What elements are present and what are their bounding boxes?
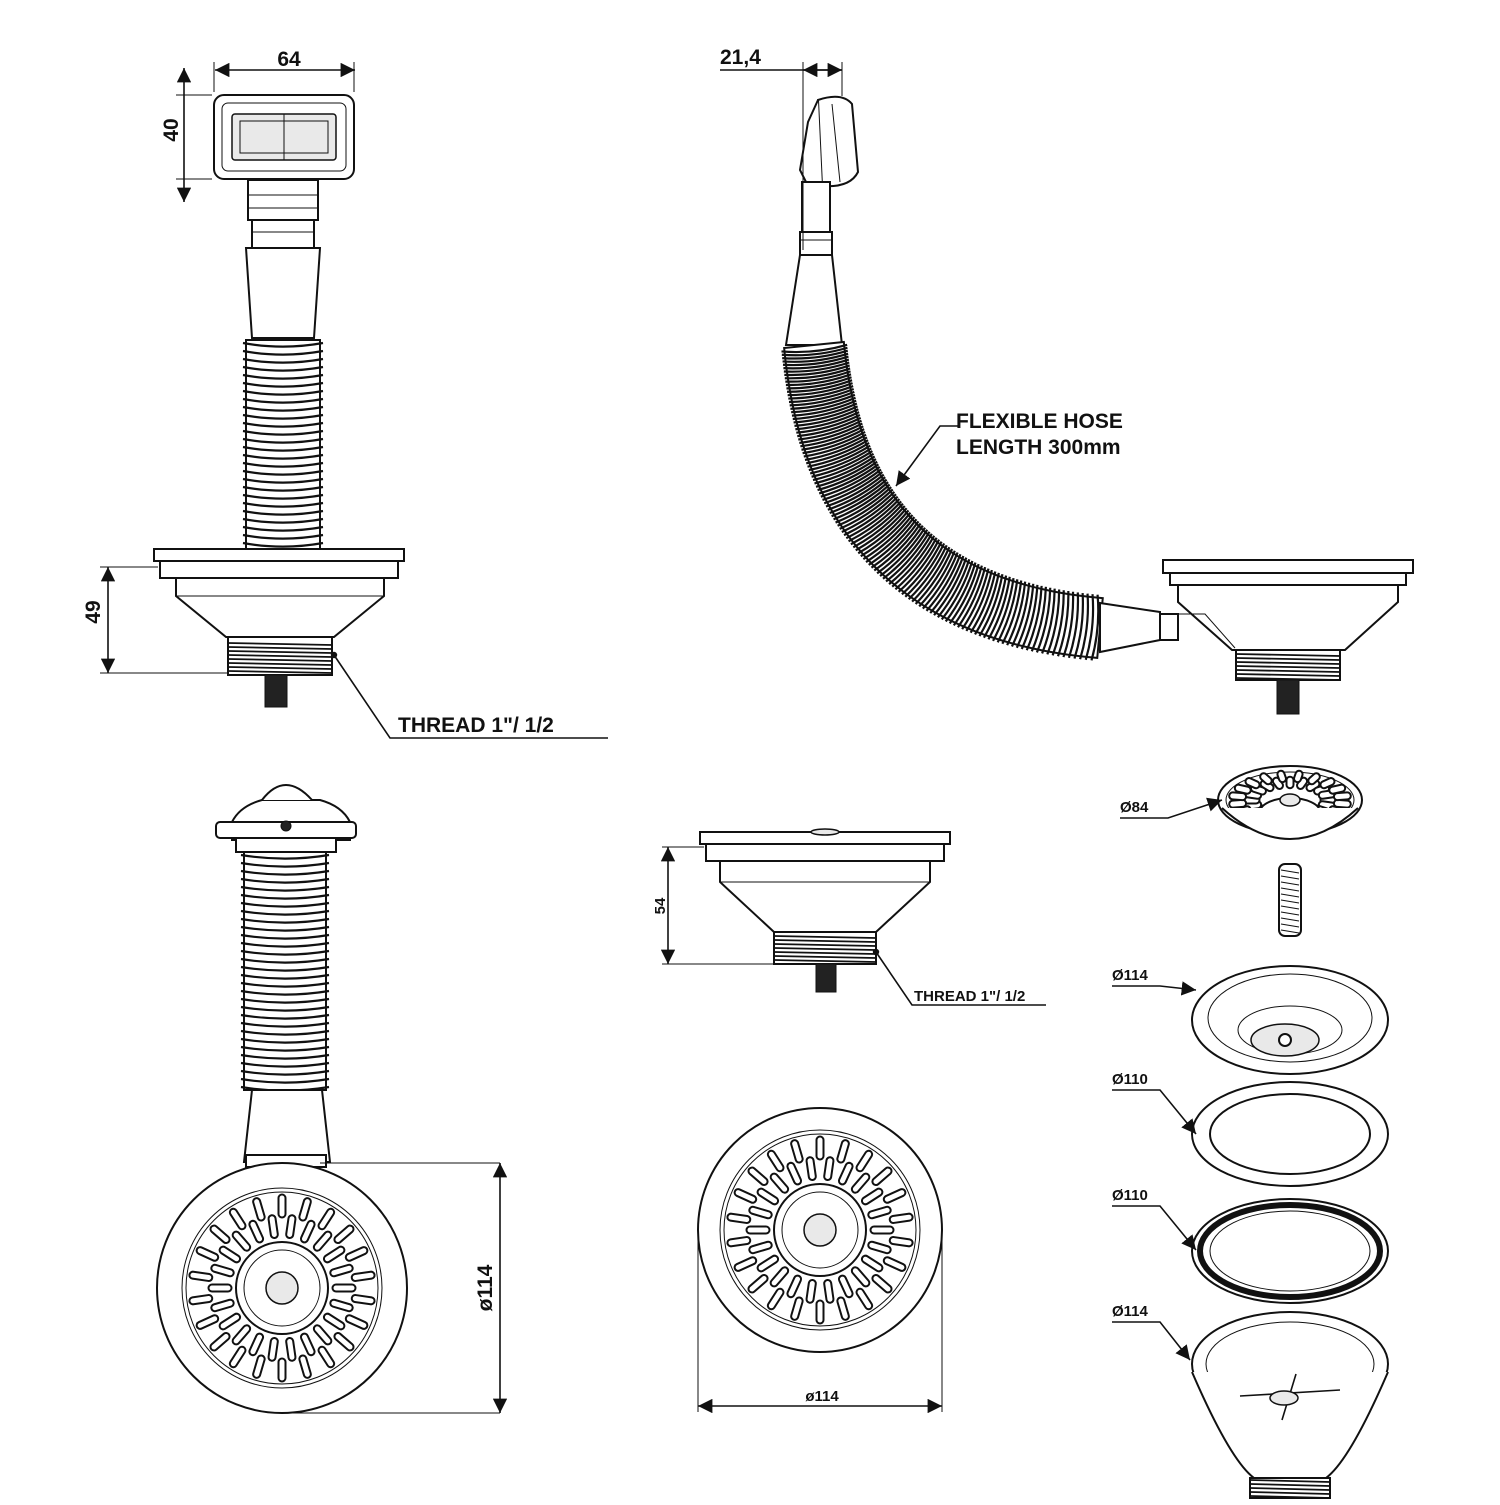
side-view-flexible-hose: 21,4 FLEXIBLE HOSE LENGTH 300mm	[720, 46, 1414, 715]
label-part-washer-flat-diameter: Ø110	[1112, 1071, 1148, 1088]
label-part-flange-diameter: Ø114	[1112, 967, 1149, 984]
side-view-strainer: 54 THREAD 1"/ 1/2	[652, 828, 1046, 1006]
dim-strainer-height: 49	[82, 600, 105, 623]
label-thread-small: THREAD 1"/ 1/2	[914, 988, 1025, 1005]
part-washer-rubber	[1191, 1198, 1389, 1304]
part-stem	[1278, 863, 1302, 937]
corrugated-hose-top	[240, 851, 330, 1092]
strainer-flange	[153, 548, 405, 562]
dim-overflow-height: 40	[160, 118, 183, 141]
label-part-basket-diameter: Ø84	[1120, 799, 1149, 816]
side-view-overflow-assembly: 64 40 49 THREAD 1"/ 1/2	[82, 48, 608, 739]
dim-basket-height: 54	[652, 897, 669, 914]
front-view-strainer: ø114	[697, 1107, 943, 1414]
dim-overflow-width: 64	[277, 48, 301, 71]
exploded-parts-view: Ø84 Ø114 Ø110 Ø110 Ø114	[1112, 765, 1389, 1499]
label-part-washer-rubber-diameter: Ø110	[1112, 1187, 1148, 1204]
dim-overflow-depth: 21,4	[720, 46, 761, 69]
label-flexible-hose-2: LENGTH 300mm	[956, 436, 1121, 459]
strainer-flange-right	[1162, 559, 1414, 574]
label-part-lower-body-diameter: Ø114	[1112, 1303, 1149, 1320]
corrugated-hose-vertical	[242, 339, 324, 550]
dim-body-diameter-side: ø114	[474, 1264, 497, 1311]
overflow-profile	[816, 95, 860, 188]
label-thread-main: THREAD 1"/ 1/2	[398, 714, 554, 737]
dim-body-diameter-front: ø114	[805, 1388, 839, 1405]
label-flexible-hose-1: FLEXIBLE HOSE	[956, 410, 1123, 433]
part-flange-body	[1191, 965, 1389, 1075]
top-view-assembly: ø114	[156, 784, 508, 1414]
corrugated-hose-curved	[781, 340, 1104, 661]
